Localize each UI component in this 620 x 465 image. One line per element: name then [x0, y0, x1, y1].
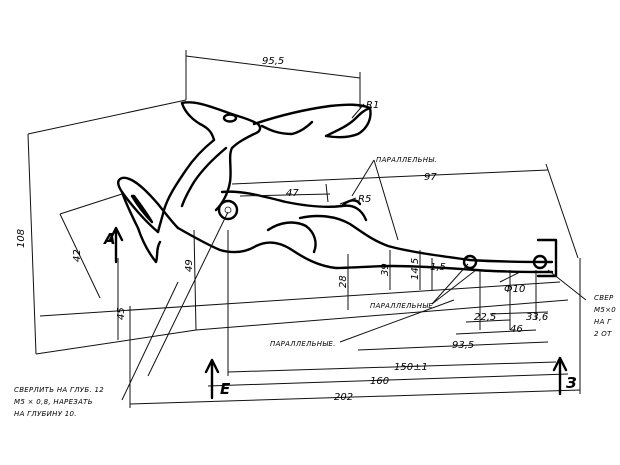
drilling-note-right: СВЕР М5×0 НА Г 2 ОТ: [594, 294, 616, 338]
dimension-labels: 95,5 R1 97 47 R5 108 42 45 49 28 39 14,5…: [16, 56, 548, 403]
dim-108: 108: [16, 229, 27, 248]
antelope-neck: [156, 138, 216, 234]
dim-93-5: 93,5: [452, 340, 474, 351]
antelope-figure: [117, 101, 558, 278]
antelope-hind-leg: [298, 214, 554, 264]
note-right-line-2: М5×0: [594, 306, 616, 314]
dim-95-5: 95,5: [262, 56, 284, 67]
dimension-lines: [27, 50, 587, 408]
label-parallel-top: ПАРАЛЛЕЛЬНЫ.: [376, 156, 437, 164]
antelope-tail: [340, 199, 362, 208]
view-label-a: А: [103, 230, 116, 248]
dim-33-6: 33,6: [526, 312, 548, 323]
antelope-front-leg-inner: [130, 194, 154, 224]
antelope-back: [220, 190, 368, 222]
dim-phi10: Ф10: [504, 284, 525, 295]
dim-150: 150±1: [394, 362, 428, 373]
antelope-belly: [176, 226, 338, 270]
antelope-horn-front: [260, 120, 314, 136]
antelope-front-leg: [117, 176, 180, 234]
dim-39: 39: [380, 263, 391, 276]
dim-28: 28: [338, 275, 349, 288]
dim-97: 97: [424, 172, 437, 183]
note-right-line-3: НА Г: [594, 318, 612, 326]
antelope-horn-tip: [324, 106, 372, 139]
dim-1-5: 1,5: [430, 262, 446, 273]
joint-boss-rear: [532, 254, 548, 270]
joint-boss-hind: [462, 254, 478, 270]
label-parallel-low: ПАРАЛЛЕЛЬНЫЕ.: [270, 340, 336, 348]
antelope-eye: [222, 113, 238, 123]
note-left-line-2: М5 × 0,8, НАРЕЗАТЬ: [14, 398, 93, 406]
dim-r1: R1: [366, 100, 379, 111]
antelope-neck-inner: [180, 146, 228, 208]
dim-46: 46: [510, 324, 523, 335]
dim-47: 47: [286, 188, 299, 199]
note-left-line-3: НА ГЛУБИНУ 10.: [14, 410, 77, 418]
dim-14-5: 14,5: [410, 258, 421, 280]
drilling-note-left: СВЕРЛИТЬ НА ГЛУБ. 12 М5 × 0,8, НАРЕЗАТЬ …: [14, 386, 104, 418]
annotation-labels: ПАРАЛЛЕЛЬНЫ. ПАРАЛЛЕЛЬНЫЕ. ПАРАЛЛЕЛЬНЫЕ.…: [103, 156, 577, 398]
view-label-z: З: [566, 374, 577, 392]
joint-boss-chest: [217, 199, 239, 221]
note-right-line-4: 2 ОТ: [594, 330, 612, 338]
antelope-muzzle: [180, 101, 216, 142]
antelope-thigh: [266, 221, 317, 254]
dim-r5: R5: [358, 194, 371, 205]
view-label-e: Е: [220, 380, 231, 398]
dim-45: 45: [116, 307, 127, 320]
dim-42: 42: [72, 249, 83, 262]
antelope-head: [180, 101, 262, 212]
note-left-line-1: СВЕРЛИТЬ НА ГЛУБ. 12: [14, 386, 104, 394]
antelope-hind-leg-lower: [334, 264, 554, 274]
dim-202: 202: [334, 392, 353, 403]
label-parallel-mid: ПАРАЛЛЕЛЬНЫЕ.: [370, 302, 436, 310]
dim-49: 49: [184, 259, 195, 272]
dim-160: 160: [370, 376, 389, 387]
note-right-line-1: СВЕР: [594, 294, 614, 302]
antelope-front-hoof: [120, 190, 162, 264]
antelope-hind-hoof: [536, 238, 558, 278]
dim-22-5: 22,5: [474, 312, 496, 323]
